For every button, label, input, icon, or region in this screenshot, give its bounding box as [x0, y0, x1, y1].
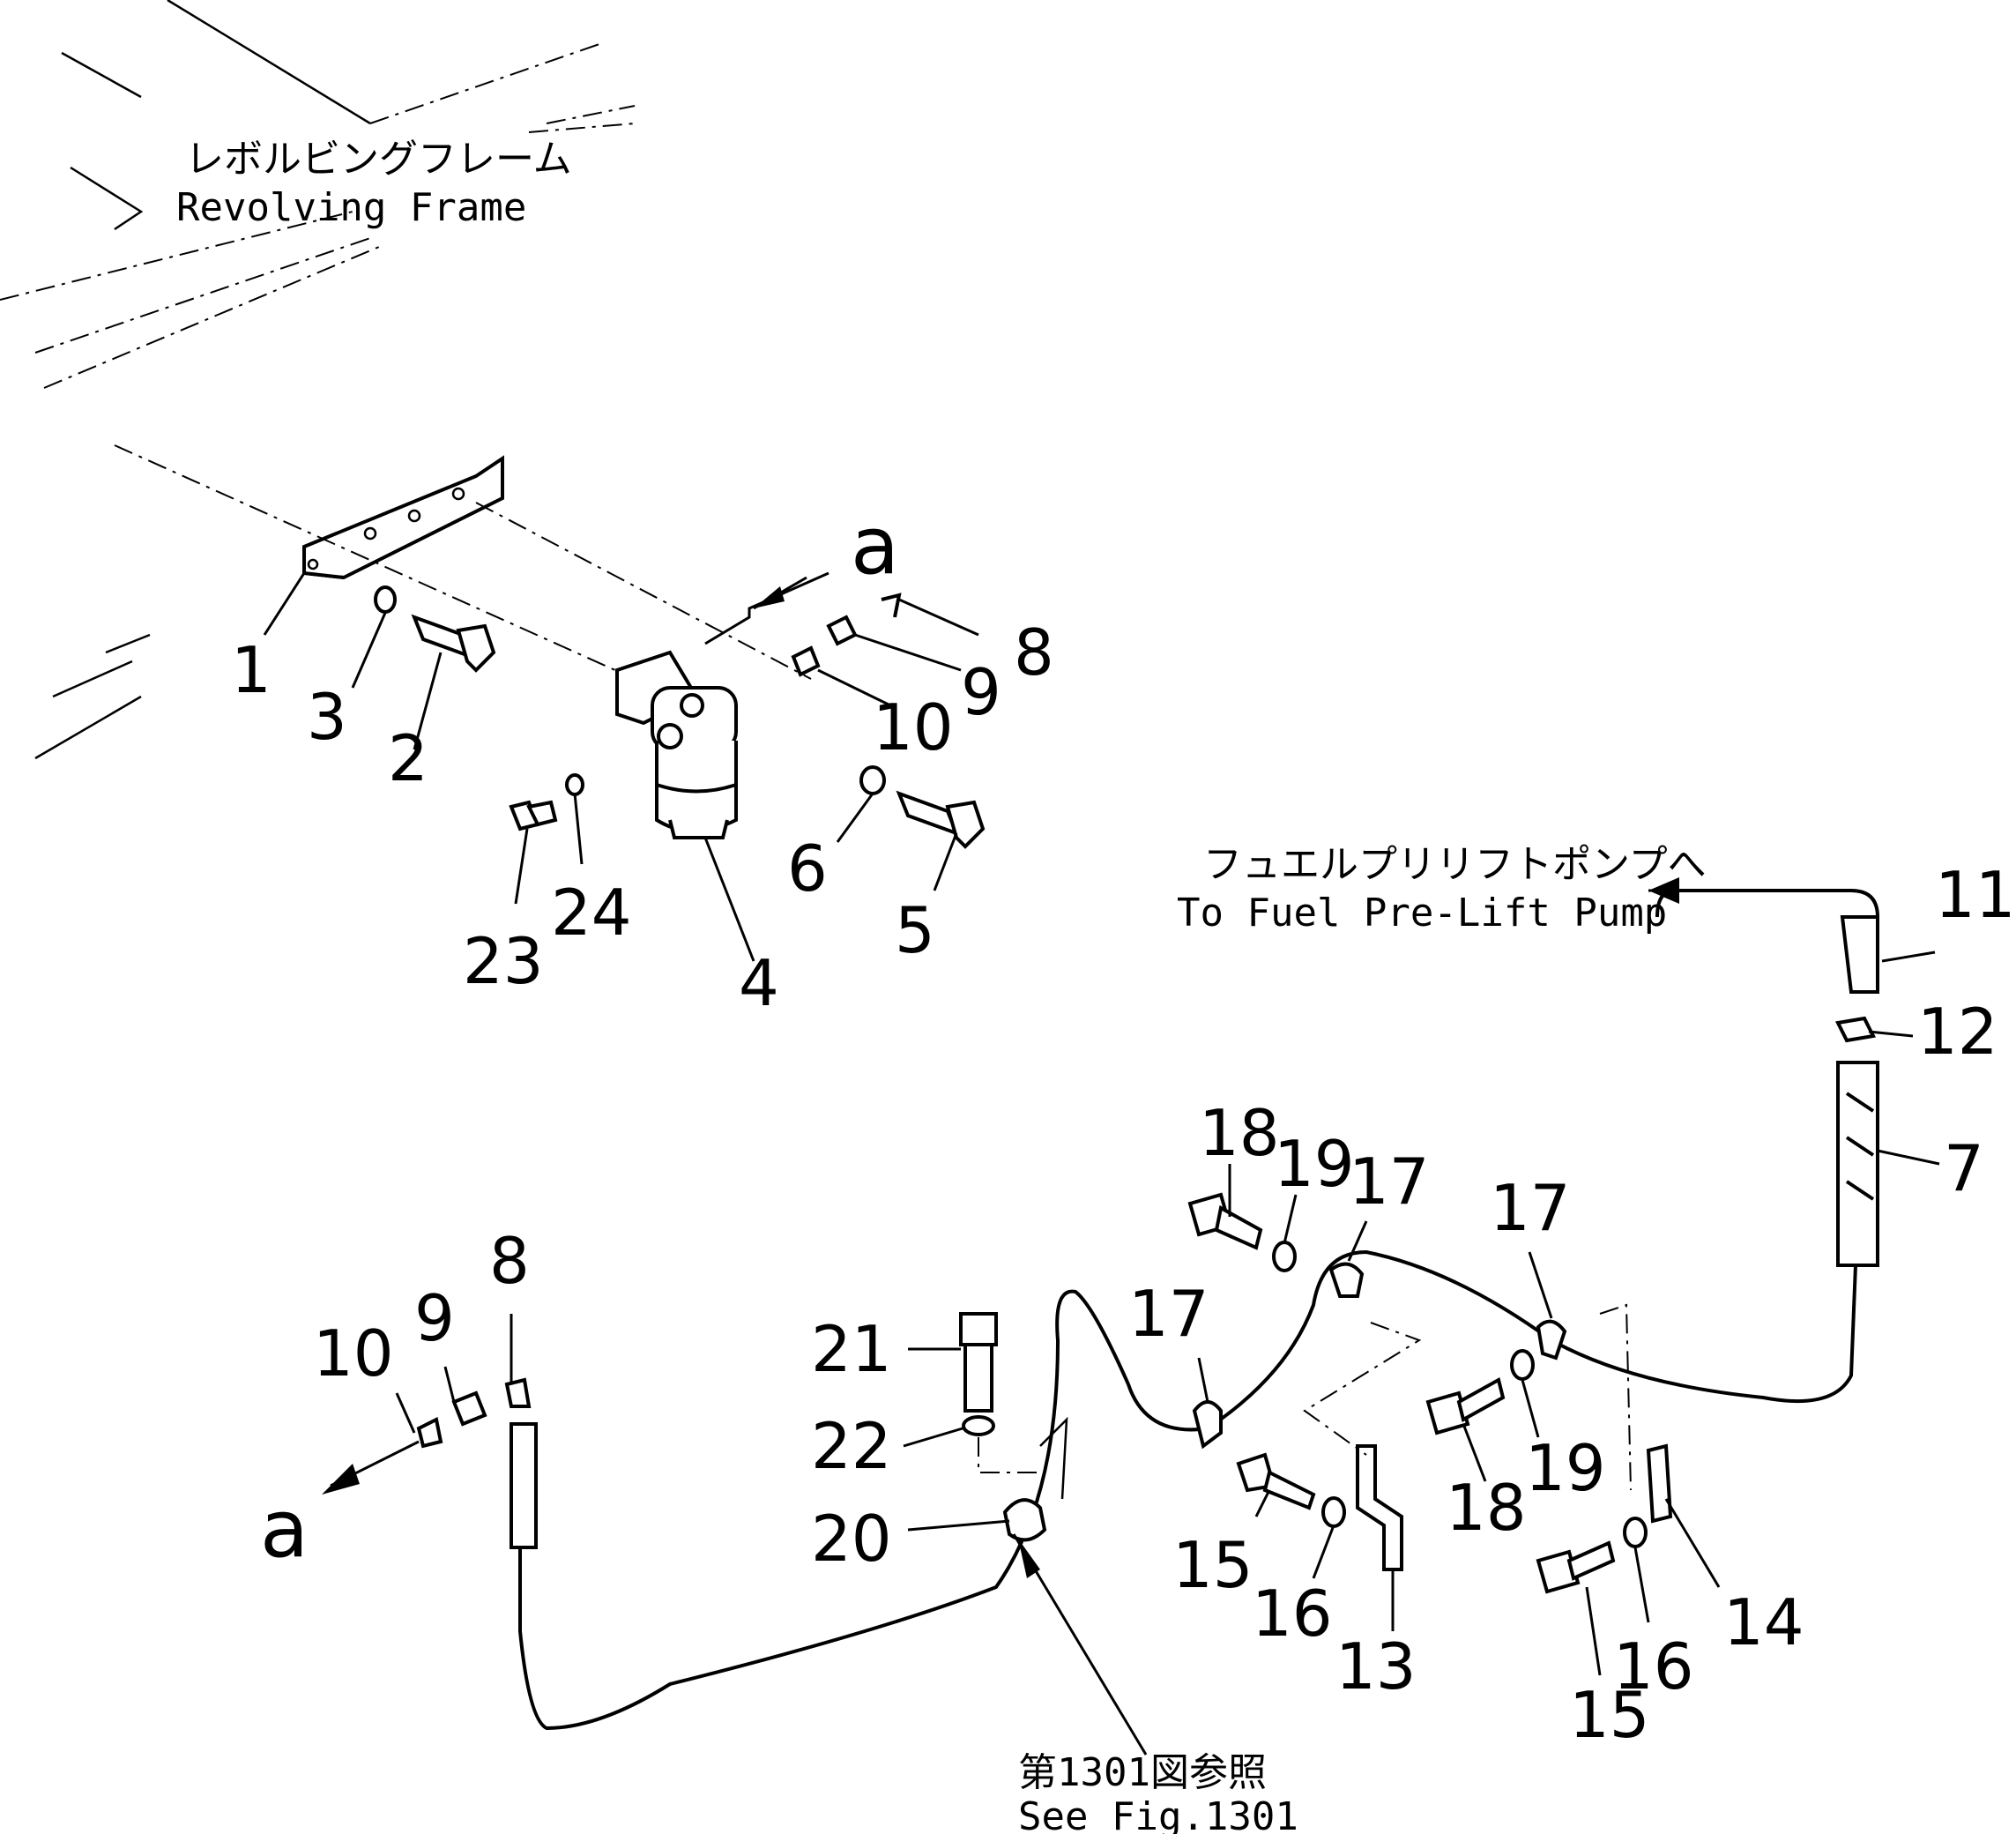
- label-5: 5: [895, 893, 935, 967]
- label-23: 23: [463, 924, 544, 998]
- bracket-14-centerline: [1599, 1303, 1632, 1491]
- label-11: 11: [1935, 858, 2016, 932]
- label-15-right: 15: [1569, 1678, 1650, 1752]
- label-2: 2: [388, 721, 428, 795]
- pre-lift-jp-label: フュエルプリリフトポンプへ: [1203, 842, 1707, 887]
- label-21: 21: [811, 1312, 892, 1386]
- washer-6: [859, 765, 886, 795]
- label-16-right: 16: [1613, 1629, 1694, 1704]
- label-22: 22: [811, 1409, 892, 1483]
- bracket-14: [1646, 1443, 1673, 1524]
- label-1: 1: [231, 633, 272, 707]
- leaders-lower-right: [1197, 951, 1940, 1676]
- plug-23: [509, 800, 558, 831]
- view-a-frame: [704, 571, 829, 645]
- label-17-a: 17: [1128, 1277, 1209, 1351]
- see-fig-jp-label: 第1301図参照: [1018, 1750, 1267, 1795]
- label-9-top: 9: [961, 655, 1001, 729]
- see-fig-arrowhead: [1018, 1539, 1040, 1578]
- bolt-18-upper: [1187, 1192, 1263, 1250]
- leaders-lower-mid: [903, 1347, 1010, 1532]
- bolt-15-left: [1236, 1452, 1316, 1510]
- bolt-15-right: [1536, 1540, 1616, 1594]
- bolt-18-lower: [1425, 1376, 1506, 1435]
- label-20: 20: [811, 1502, 892, 1576]
- label-17-c: 17: [1490, 1171, 1571, 1245]
- leaders-lower-left: [395, 1314, 513, 1434]
- label-17-b: 17: [1349, 1144, 1430, 1219]
- label-7: 7: [1944, 1131, 1984, 1205]
- view-a-lower-arrowhead: [322, 1464, 360, 1495]
- washer-19-lower: [1510, 1349, 1535, 1381]
- label-3: 3: [307, 680, 347, 754]
- leaders-top: [263, 572, 979, 962]
- hose-clip-8: [881, 593, 902, 618]
- washer-19-upper: [1272, 1241, 1297, 1272]
- label-18-upper: 18: [1199, 1096, 1280, 1170]
- label-24: 24: [551, 876, 632, 950]
- washer-3: [374, 585, 397, 614]
- filter-centerline: [475, 502, 812, 680]
- washer-24: [565, 773, 584, 796]
- bolt-21: [959, 1312, 998, 1413]
- label-16-left: 16: [1252, 1577, 1333, 1651]
- clip-8-lower: [504, 1377, 532, 1408]
- nut-12: [1835, 1016, 1876, 1043]
- label-12: 12: [1917, 995, 1998, 1069]
- washer-22: [962, 1415, 995, 1436]
- label-6: 6: [787, 831, 828, 906]
- washer-16-left: [1321, 1496, 1346, 1528]
- fuel-filter-assembly: [615, 650, 738, 839]
- ref-letter-a-top: a: [851, 500, 899, 593]
- clamp-17-c: [1536, 1319, 1567, 1361]
- label-4: 4: [739, 946, 779, 1020]
- washer-16-right: [1623, 1517, 1648, 1548]
- clamp-17-a: [1192, 1400, 1223, 1450]
- part-labels: 1 2 3 4 5 6 7 8 9 10 11 12 13 14 15 15 1…: [231, 615, 2016, 1752]
- clamp-17-b: [1328, 1262, 1365, 1298]
- hose-7-hatch: [1845, 1092, 1875, 1201]
- hose-11-end: [1840, 915, 1879, 994]
- hose-7: [1836, 1061, 1879, 1267]
- label-8-top: 8: [1014, 615, 1054, 690]
- hose-11: [1655, 889, 1879, 988]
- label-9-lower: 9: [414, 1281, 455, 1355]
- clamp-20: [1002, 1498, 1047, 1542]
- label-10-top: 10: [873, 690, 954, 764]
- label-18-lower: 18: [1446, 1471, 1527, 1545]
- hose-8-lower: [510, 1422, 538, 1549]
- bolt-5: [896, 790, 986, 849]
- label-15-left: 15: [1172, 1528, 1253, 1602]
- revolving-frame-en-label: Revolving Frame: [176, 185, 526, 230]
- clamp-20-sleeve: [1039, 1416, 1068, 1500]
- pre-lift-en-label: To Fuel Pre-Lift Pump: [1177, 891, 1667, 936]
- revolving-frame-jp-label: レボルビングフレーム: [185, 137, 572, 182]
- view-a-arrowhead: [754, 586, 785, 608]
- pre-lift-arrowhead: [1648, 877, 1679, 904]
- label-10-lower: 10: [313, 1316, 394, 1390]
- ref-letter-a-bottom: a: [260, 1483, 309, 1576]
- label-8-lower: 8: [489, 1224, 530, 1298]
- mounting-bracket: [302, 455, 504, 580]
- nipple-10: [791, 645, 821, 677]
- label-14: 14: [1723, 1585, 1804, 1659]
- see-fig-en-label: See Fig.1301: [1018, 1794, 1298, 1834]
- bolt-2: [411, 614, 496, 673]
- bracket-13-centerline: [1303, 1322, 1422, 1456]
- revolving-frame-outline: [0, 0, 636, 760]
- label-19-upper: 19: [1274, 1127, 1355, 1201]
- nipple-10-lower: [416, 1417, 443, 1449]
- label-19-lower: 19: [1525, 1431, 1606, 1505]
- bracket-13: [1356, 1444, 1403, 1571]
- elbow-9: [826, 615, 858, 646]
- label-13: 13: [1335, 1629, 1417, 1704]
- clamp-20-centerline: [978, 1437, 1040, 1473]
- elbow-9-lower: [451, 1390, 487, 1427]
